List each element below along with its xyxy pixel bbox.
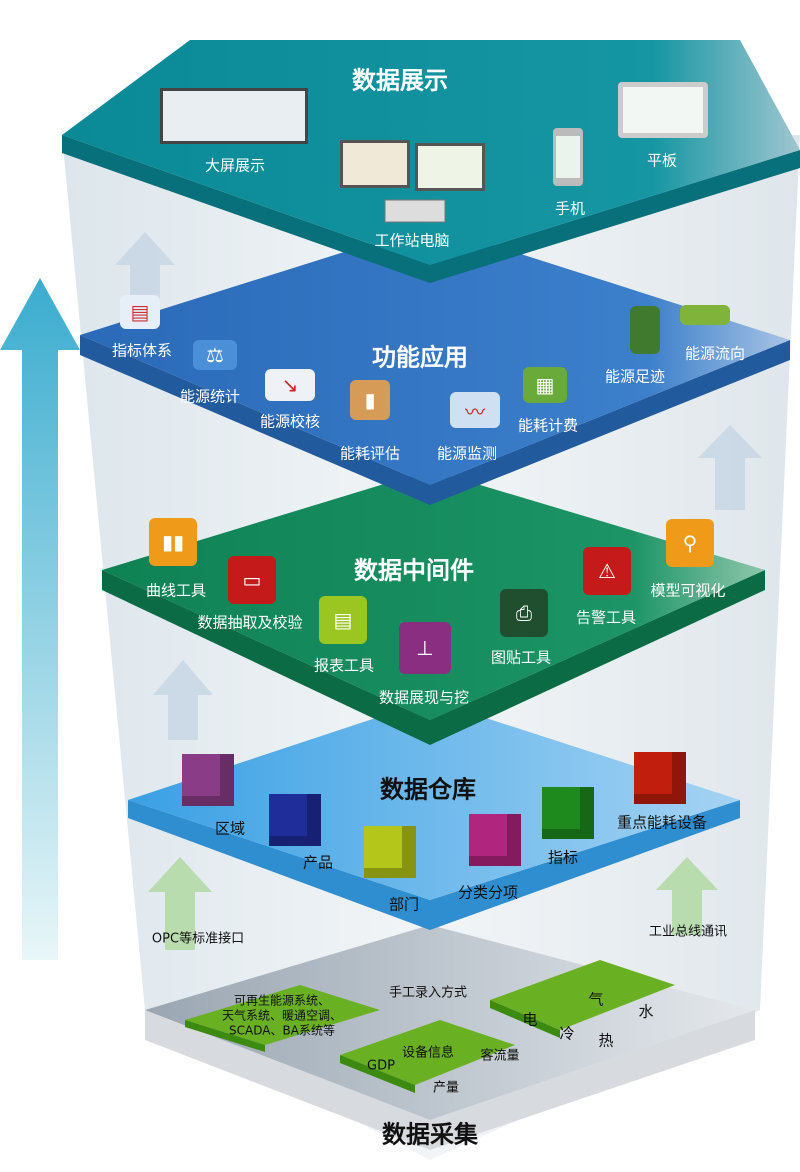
- magnifier-icon: ⚲: [666, 519, 714, 567]
- computer-icon: ▭: [228, 556, 276, 604]
- middleware-item: 模型可视化: [650, 581, 726, 600]
- display-title: 数据展示: [352, 66, 448, 95]
- passenger-flow: 客流量: [480, 1048, 520, 1064]
- middleware-layer: [102, 470, 765, 720]
- warehouse-item: 重点能耗设备: [616, 813, 708, 832]
- apps-title: 功能应用: [372, 343, 468, 372]
- flow-icon: [680, 305, 730, 325]
- middleware-item: 曲线工具: [145, 581, 207, 600]
- phone-icon: [553, 128, 583, 186]
- small-arrows: [115, 232, 762, 740]
- apps-item: 指标体系: [111, 341, 173, 360]
- hierarchy-icon: ⊥: [399, 622, 451, 674]
- middleware-item: 报表工具: [313, 656, 375, 675]
- pad-center: [340, 1020, 515, 1085]
- middleware-item: 图贴工具: [490, 648, 552, 667]
- warehouse-item: 部门: [388, 895, 420, 914]
- index-icon: ▤: [120, 295, 160, 329]
- fieldbus-label: 工业总线通讯: [648, 924, 728, 940]
- warehouse-layer: [128, 700, 740, 900]
- device-info: 设备信息: [401, 1045, 455, 1061]
- collection-title: 数据采集: [382, 1120, 478, 1149]
- pad-right: [490, 960, 675, 1030]
- tablet-icon: [618, 82, 708, 138]
- apps-item: 能源监测: [436, 444, 498, 463]
- footprint-icon: [630, 306, 660, 354]
- apps-item: 能源足迹: [604, 367, 666, 386]
- printer-icon: ⎙: [500, 589, 548, 637]
- big-up-arrow: [0, 278, 80, 960]
- apps-layer: [80, 225, 790, 485]
- cube-index: [542, 787, 594, 839]
- pad-left: [185, 985, 380, 1045]
- big-screen-icon: [160, 88, 308, 144]
- monitor-icon: 〰: [450, 392, 500, 428]
- report-icon: ▤: [319, 596, 367, 644]
- check-icon: ↘: [265, 369, 315, 401]
- apps-item: 能耗评估: [339, 444, 401, 463]
- alert-icon: ⚠: [583, 547, 631, 595]
- opc-interface-label: OPC等标准接口: [151, 931, 245, 947]
- cube-device: [634, 752, 686, 804]
- warehouse-item: 指标: [547, 848, 579, 867]
- water: 水: [638, 1002, 654, 1021]
- middleware-title: 数据中间件: [354, 556, 474, 585]
- middleware-item: 告警工具: [575, 608, 637, 627]
- display-item: 手机: [554, 199, 586, 218]
- apps-item: 能源校核: [259, 412, 321, 431]
- heat: 热: [598, 1031, 614, 1050]
- gdp: GDP: [367, 1058, 395, 1074]
- manual-input-label: 手工录入方式: [388, 985, 468, 1001]
- cube-department: [364, 826, 416, 878]
- warehouse-item: 分类分项: [457, 883, 519, 902]
- warehouse-item: 产品: [302, 853, 334, 872]
- apps-item: 能源统计: [179, 387, 241, 406]
- display-item: 平板: [646, 151, 678, 170]
- cube-region: [182, 754, 234, 806]
- middleware-item: 数据展现与挖: [378, 688, 470, 707]
- warehouse-item: 区域: [214, 819, 246, 838]
- systems-text: 可再生能源系统、天气系统、暖通空调、SCADA、BA系统等: [221, 993, 343, 1038]
- display-item: 工作站电脑: [374, 231, 450, 250]
- billing-icon: ▦: [523, 367, 567, 403]
- display-item: 大屏展示: [204, 156, 266, 175]
- stats-icon: ⚖: [193, 340, 237, 370]
- chart-tool-icon: ▮▮: [149, 518, 197, 566]
- middleware-item: 数据抽取及校验: [197, 613, 303, 632]
- cube-product: [269, 794, 321, 846]
- output: 产量: [432, 1080, 460, 1096]
- cube-category: [469, 814, 521, 866]
- evaluate-icon: ▮: [350, 380, 390, 420]
- gas: 气: [588, 990, 604, 1009]
- electric: 电: [522, 1010, 538, 1029]
- apps-item: 能耗计费: [517, 416, 579, 435]
- cold: 冷: [559, 1024, 575, 1043]
- apps-item: 能源流向: [684, 344, 746, 363]
- workstation-icon: [340, 140, 485, 223]
- warehouse-title: 数据仓库: [380, 775, 476, 804]
